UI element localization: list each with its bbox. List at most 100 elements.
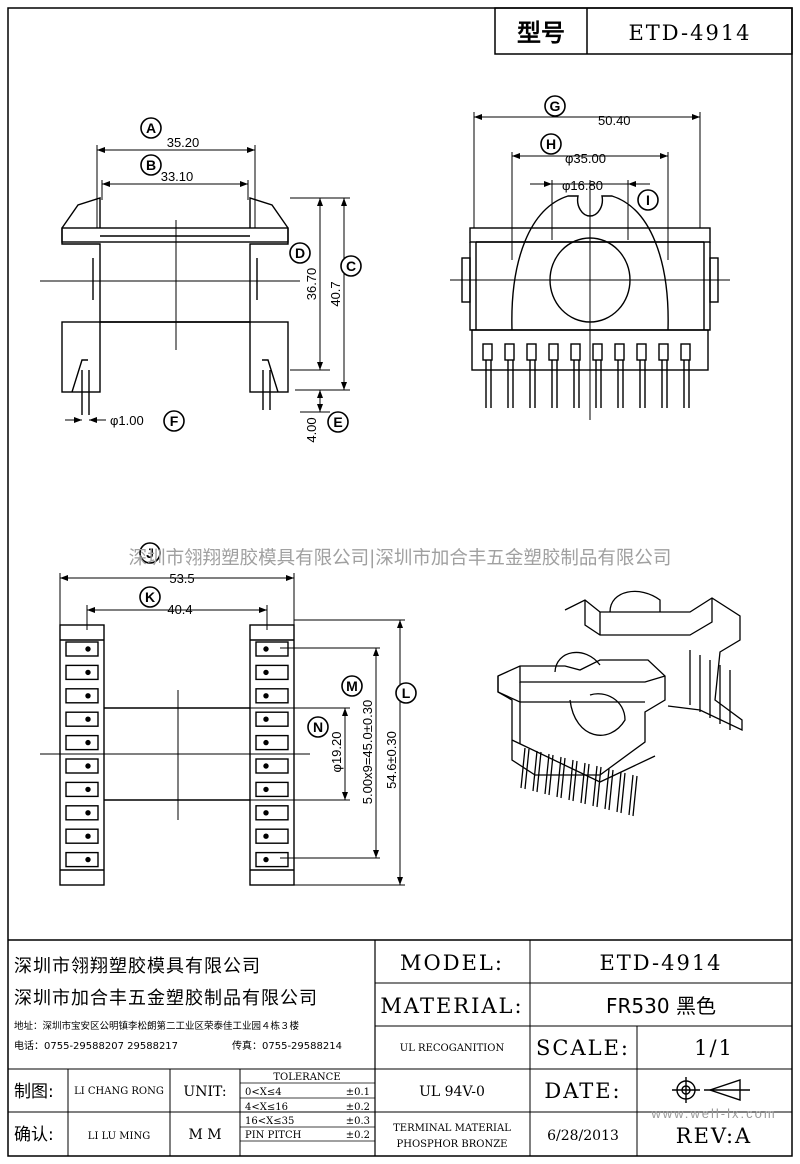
dim-callout-l: L bbox=[395, 682, 417, 704]
tol-range-1: 4<X≤16 bbox=[245, 1102, 288, 1113]
pin-hole bbox=[85, 739, 91, 746]
type-label: 型号 bbox=[517, 19, 565, 47]
pin-pad-left bbox=[65, 828, 99, 844]
pin-hole bbox=[263, 856, 269, 863]
side-pin-slot bbox=[614, 343, 625, 361]
iso-pin bbox=[616, 771, 622, 813]
iso-pin bbox=[556, 756, 562, 798]
watermark-text: 深圳市翎翔塑胶模具有限公司|深圳市加合丰五金塑胶制品有限公司 bbox=[129, 548, 672, 569]
iso-pin bbox=[628, 774, 634, 816]
dim-letter-j: J bbox=[146, 545, 154, 561]
check-label: 确认: bbox=[14, 1125, 54, 1145]
dim-letter-l: L bbox=[402, 685, 411, 701]
pin-pad-right bbox=[255, 711, 289, 727]
date-label: DATE: bbox=[544, 1079, 621, 1103]
tol-value-0: ±0.1 bbox=[346, 1087, 370, 1098]
pin-hole bbox=[263, 786, 269, 793]
dim-callout-h: H bbox=[540, 133, 562, 155]
iso-pin bbox=[632, 775, 638, 817]
sheet-border bbox=[7, 7, 793, 1157]
pin-pad-right bbox=[255, 758, 289, 774]
iso-pin bbox=[592, 765, 598, 807]
front-view-dimensions bbox=[65, 145, 350, 423]
model-value: ETD-4914 bbox=[599, 951, 722, 975]
side-pin-slot bbox=[636, 343, 647, 361]
pin-pad-right bbox=[255, 851, 289, 868]
pin-pad-right bbox=[255, 805, 289, 821]
dim-i-value: φ16.80 bbox=[562, 178, 603, 193]
iso-pin bbox=[608, 769, 614, 811]
dim-callout-k: K bbox=[139, 586, 161, 608]
pin-hole bbox=[85, 786, 91, 793]
pin-hole bbox=[85, 693, 91, 699]
iso-pin bbox=[596, 766, 602, 808]
iso-pin bbox=[544, 753, 550, 795]
dim-n-value: φ19.20 bbox=[329, 732, 344, 773]
rev-label: REV:A bbox=[676, 1124, 752, 1148]
side-pin-slot bbox=[504, 343, 515, 361]
terminal-line-1: TERMINAL MATERIAL bbox=[393, 1123, 511, 1134]
dim-m-value: 5.00x9=45.0±0.30 bbox=[360, 700, 375, 804]
isometric-view bbox=[497, 590, 743, 817]
side-view-dimensions bbox=[473, 112, 701, 260]
side-pin-slot bbox=[570, 343, 581, 361]
pin-pad-left bbox=[65, 664, 99, 681]
ul-label: UL RECOGANITION bbox=[400, 1043, 505, 1054]
pin-hole bbox=[263, 646, 269, 652]
tolerance-title: TOLERANCE bbox=[273, 1072, 340, 1083]
top-title-block: 型号 ETD-4914 bbox=[494, 7, 793, 55]
bottom-view bbox=[40, 624, 310, 886]
side-pin-slot bbox=[592, 343, 603, 361]
tol-value-2: ±0.3 bbox=[346, 1116, 370, 1127]
dim-callout-a: A bbox=[140, 117, 162, 139]
company-fax: 传真：0755-29588214 bbox=[232, 1039, 342, 1052]
iso-pin bbox=[560, 757, 566, 799]
iso-pin bbox=[548, 754, 554, 796]
pin-pad-right bbox=[255, 688, 289, 704]
dim-f-value: φ1.00 bbox=[110, 413, 144, 428]
pin-pad-left bbox=[65, 734, 99, 751]
dim-callout-d: D bbox=[289, 242, 311, 264]
dim-g-value: 50.40 bbox=[598, 113, 631, 128]
dim-k-value: 40.4 bbox=[167, 602, 192, 617]
pin-pad-left bbox=[65, 688, 99, 704]
dim-c-value: 40.7 bbox=[328, 281, 343, 306]
pin-hole bbox=[85, 716, 91, 722]
iso-pin bbox=[568, 759, 574, 801]
dim-callout-c: C bbox=[340, 255, 362, 277]
dim-l-value: 54.6±0.30 bbox=[384, 731, 399, 789]
side-view bbox=[450, 180, 730, 420]
dim-letter-m: M bbox=[346, 678, 358, 694]
side-pin-slot bbox=[526, 343, 537, 361]
pin-pad-left bbox=[65, 851, 99, 868]
terminal-line-2: PHOSPHOR BRONZE bbox=[397, 1139, 508, 1150]
projection-symbol-icon bbox=[672, 1077, 750, 1103]
iso-pin bbox=[604, 768, 610, 810]
pin-hole bbox=[85, 763, 91, 769]
side-pin-slot bbox=[548, 343, 559, 361]
scale-label: SCALE: bbox=[536, 1036, 630, 1060]
footer-texts: 深圳市翎翔塑胶模具有限公司 深圳市加合丰五金塑胶制品有限公司 地址：深圳市宝安区… bbox=[14, 951, 776, 1150]
tol-range-3: PIN PITCH bbox=[245, 1130, 302, 1141]
iso-pin bbox=[620, 772, 626, 814]
website-text: www.well-lx.com bbox=[650, 1106, 776, 1121]
pin-pad-right bbox=[255, 828, 289, 844]
dim-letter-k: K bbox=[145, 589, 155, 605]
dim-letter-g: G bbox=[550, 98, 561, 114]
bottom-view-dimensions bbox=[59, 573, 405, 886]
unit-label: UNIT: bbox=[183, 1084, 226, 1100]
dim-d-value: 36.70 bbox=[304, 268, 319, 301]
dim-letter-a: A bbox=[146, 120, 156, 136]
dim-e-value: 4.00 bbox=[304, 417, 319, 442]
pin-hole bbox=[85, 646, 91, 652]
dim-a-value: 35.20 bbox=[167, 135, 200, 150]
unit-value: M M bbox=[188, 1127, 221, 1143]
date-value: 6/28/2013 bbox=[547, 1128, 619, 1144]
pin-hole bbox=[263, 716, 269, 722]
side-pin-slot bbox=[658, 343, 669, 361]
dim-callout-f: F bbox=[163, 410, 185, 432]
front-view bbox=[40, 197, 300, 415]
pin-pad-left bbox=[65, 641, 99, 657]
